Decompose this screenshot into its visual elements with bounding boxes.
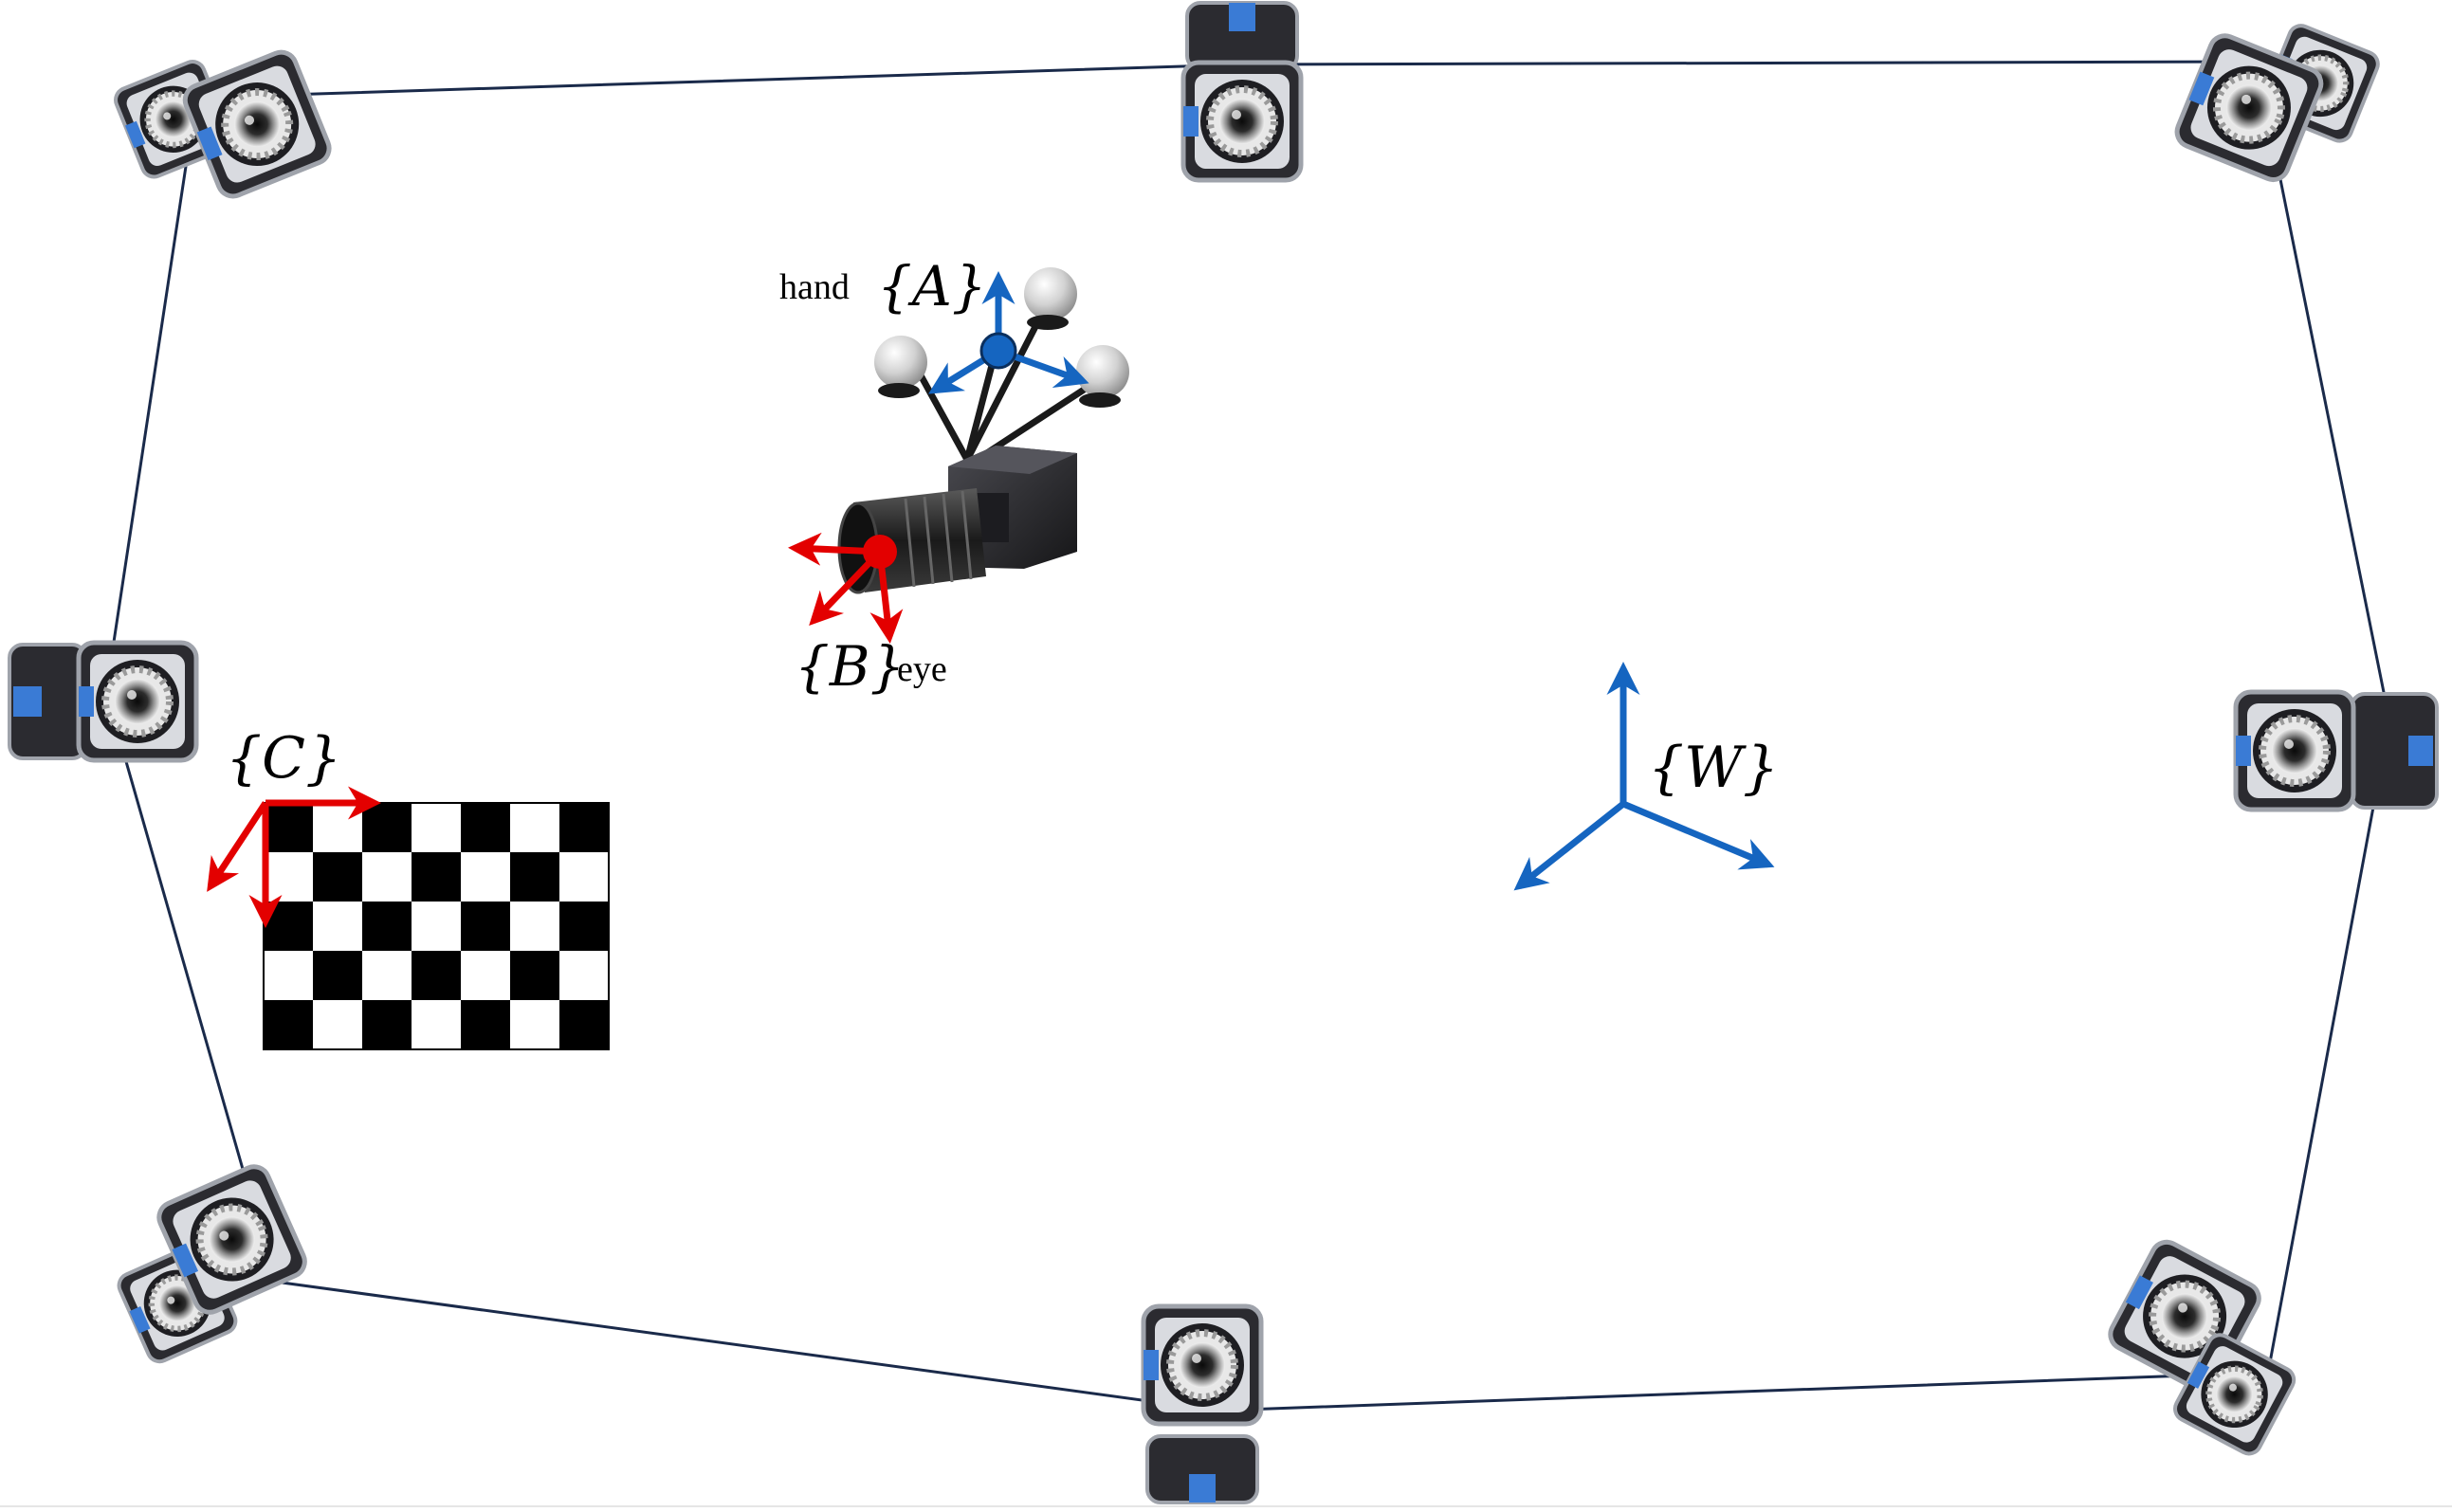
checkerboard-square bbox=[313, 1000, 362, 1049]
checkerboard-square bbox=[264, 803, 313, 852]
checkerboard-square bbox=[362, 951, 412, 1000]
checkerboard-square bbox=[412, 1000, 461, 1049]
checkerboard-square bbox=[461, 951, 510, 1000]
checkerboard-square bbox=[510, 852, 559, 902]
mocap-camera-west bbox=[8, 643, 196, 760]
checkerboard-square bbox=[412, 951, 461, 1000]
checkerboard-square bbox=[362, 902, 412, 951]
checkerboard-square bbox=[362, 852, 412, 902]
checkerboard-square bbox=[313, 902, 362, 951]
checkerboard-square bbox=[313, 951, 362, 1000]
frame-c-axes bbox=[207, 786, 381, 928]
checkerboard-square bbox=[264, 902, 313, 951]
reflective-marker bbox=[1024, 267, 1077, 320]
frame-w-y-axis bbox=[1621, 800, 1775, 870]
checkerboard-square bbox=[362, 1000, 412, 1049]
checkerboard-square bbox=[510, 951, 559, 1000]
checkerboard-square bbox=[461, 803, 510, 852]
mocap-camera-southeast bbox=[2090, 1237, 2326, 1458]
mocap-camera-south bbox=[1144, 1306, 1261, 1504]
frame-a-origin bbox=[979, 332, 1017, 370]
frame-b-label: {B} bbox=[795, 634, 905, 699]
mocap-camera-southwest bbox=[96, 1162, 320, 1366]
frame-w-x-axis bbox=[1513, 801, 1626, 891]
reflective-marker bbox=[1076, 345, 1129, 398]
calibration-checkerboard bbox=[263, 802, 610, 1050]
checkerboard-square bbox=[362, 803, 412, 852]
mocap-camera-northwest bbox=[112, 26, 334, 225]
mocap-camera-north bbox=[1183, 1, 1301, 180]
checkerboard-square bbox=[559, 951, 609, 1000]
eye-label: eye bbox=[897, 649, 947, 689]
checkerboard-square bbox=[510, 803, 559, 852]
checkerboard-square bbox=[264, 852, 313, 902]
checkerboard-square bbox=[559, 803, 609, 852]
checkerboard-square bbox=[412, 852, 461, 902]
mocap-camera-northeast bbox=[2172, 0, 2381, 201]
hand-label: hand bbox=[779, 267, 850, 307]
frame-c-z-axis bbox=[207, 801, 268, 892]
checkerboard-square bbox=[559, 1000, 609, 1049]
hand-eye-rig bbox=[788, 267, 1129, 644]
checkerboard-square bbox=[313, 852, 362, 902]
frame-b-origin bbox=[863, 535, 897, 569]
checkerboard-square bbox=[510, 902, 559, 951]
checkerboard-square bbox=[461, 1000, 510, 1049]
mocap-camera-east bbox=[2236, 692, 2439, 810]
frame-a-label: {A} bbox=[877, 254, 987, 319]
checkerboard-square bbox=[412, 902, 461, 951]
camera-ring-cable bbox=[104, 60, 2391, 1412]
frame-c-label: {C} bbox=[226, 725, 341, 792]
page-bottom-border bbox=[0, 1505, 2452, 1507]
checkerboard-square bbox=[461, 902, 510, 951]
checkerboard-square bbox=[559, 852, 609, 902]
checkerboard-square bbox=[510, 1000, 559, 1049]
frame-w-label: {W} bbox=[1648, 735, 1779, 801]
checkerboard-square bbox=[313, 803, 362, 852]
checkerboard-square bbox=[461, 852, 510, 902]
checkerboard-square bbox=[264, 951, 313, 1000]
checkerboard-square bbox=[264, 1000, 313, 1049]
world-frame-axes bbox=[1513, 662, 1775, 891]
checkerboard-square bbox=[559, 902, 609, 951]
checkerboard-square bbox=[412, 803, 461, 852]
reflective-marker bbox=[874, 336, 927, 389]
